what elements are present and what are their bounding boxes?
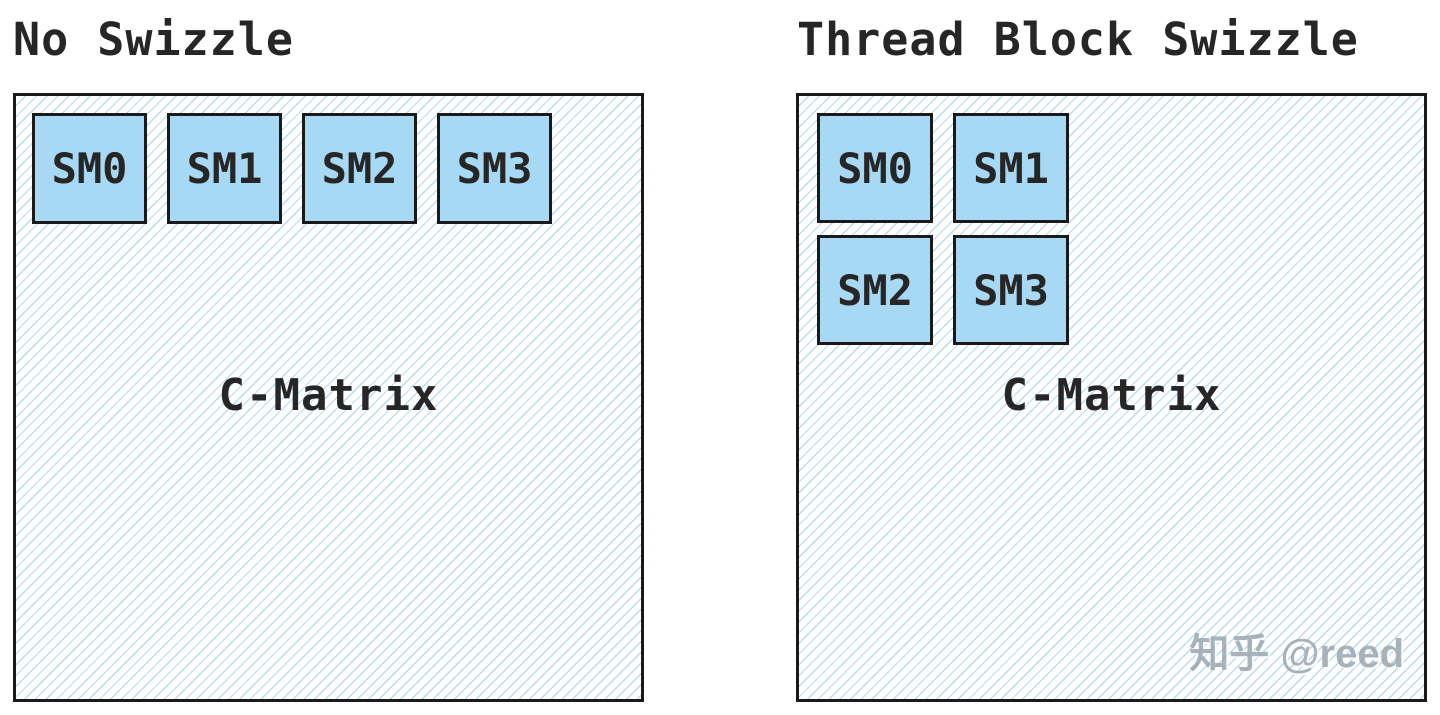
watermark: 知乎 @reed [1189,632,1404,676]
c-matrix-label: C-Matrix [218,370,439,421]
c-matrix-box-thread-block-swizzle: SM0 SM1 SM2 SM3 C-Matrix 知乎 @reed [796,93,1427,702]
c-matrix-label: C-Matrix [1001,370,1222,421]
sm-block-sm0: SM0 [817,113,933,223]
sm-block-sm2: SM2 [817,235,933,345]
panel-title-thread-block-swizzle: Thread Block Swizzle [797,13,1359,66]
sm-block-sm3: SM3 [953,235,1069,345]
panel-title-no-swizzle: No Swizzle [13,13,294,66]
sm-block-sm1: SM1 [167,113,282,224]
sm-block-sm0: SM0 [32,113,147,224]
c-matrix-box-no-swizzle: SM0 SM1 SM2 SM3 C-Matrix [13,93,644,702]
sm-block-sm1: SM1 [953,113,1069,223]
sm-block-sm2: SM2 [302,113,417,224]
sm-block-sm3: SM3 [437,113,552,224]
